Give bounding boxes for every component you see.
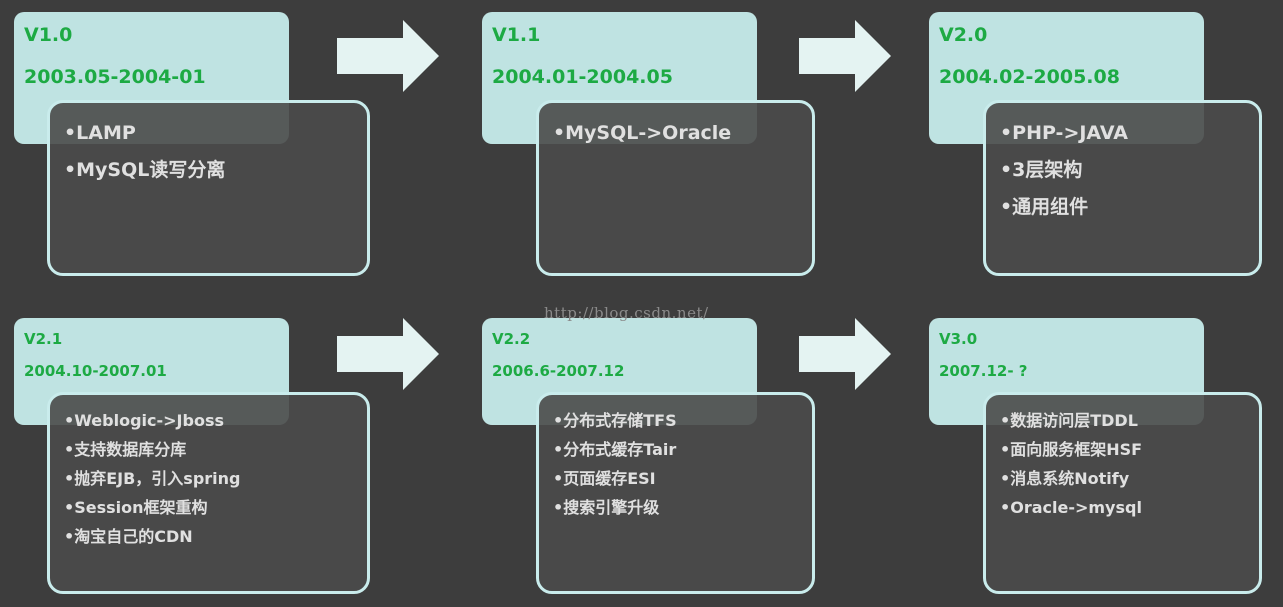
feature-item: •淘宝自己的CDN <box>64 527 193 546</box>
feature-panel: •分布式存储TFS •分布式缓存Tair •页面缓存ESI •搜索引擎升级 <box>536 392 815 594</box>
feature-list: •LAMP •MySQL读写分离 <box>64 121 225 195</box>
version-label: V2.1 <box>24 330 63 348</box>
feature-item: •3层架构 <box>1000 159 1083 181</box>
version-label: V1.1 <box>492 24 541 46</box>
feature-item: •搜索引擎升级 <box>553 498 660 517</box>
feature-item: •面向服务框架HSF <box>1000 440 1143 459</box>
feature-item: •PHP->JAVA <box>1000 122 1128 144</box>
feature-item: •MySQL读写分离 <box>64 159 226 181</box>
feature-list: •Weblogic->Jboss •支持数据库分库 •抛弃EJB，引入sprin… <box>64 410 241 555</box>
stage-v3-0: V3.0 2007.12- ? •数据访问层TDDL •面向服务框架HSF •消… <box>929 318 1277 594</box>
feature-item: •Oracle->mysql <box>1000 498 1142 517</box>
feature-list: •数据访问层TDDL •面向服务框架HSF •消息系统Notify •Oracl… <box>1000 410 1142 526</box>
stage-v2-1: V2.1 2004.10-2007.01 •Weblogic->Jboss •支… <box>14 318 370 594</box>
feature-item: •抛弃EJB，引入spring <box>64 469 241 488</box>
feature-list: •MySQL->Oracle <box>553 121 731 158</box>
feature-panel: •数据访问层TDDL •面向服务框架HSF •消息系统Notify •Oracl… <box>983 392 1262 594</box>
feature-item: •Weblogic->Jboss <box>64 411 224 430</box>
period-label: 2006.6-2007.12 <box>492 362 625 380</box>
right-arrow-icon <box>337 318 439 390</box>
stage-v2-2: V2.2 2006.6-2007.12 •分布式存储TFS •分布式缓存Tair… <box>482 318 830 594</box>
stage-v1-1: V1.1 2004.01-2004.05 •MySQL->Oracle <box>482 12 830 276</box>
stage-v2-0: V2.0 2004.02-2005.08 •PHP->JAVA •3层架构 •通… <box>929 12 1277 276</box>
feature-item: •LAMP <box>64 122 136 144</box>
right-arrow-icon <box>799 318 901 390</box>
feature-panel: •MySQL->Oracle <box>536 100 815 276</box>
period-label: 2004.02-2005.08 <box>939 66 1120 88</box>
feature-list: •PHP->JAVA •3层架构 •通用组件 <box>1000 121 1128 232</box>
version-label: V3.0 <box>939 330 978 348</box>
feature-item: •Session框架重构 <box>64 498 208 517</box>
feature-panel: •PHP->JAVA •3层架构 •通用组件 <box>983 100 1262 276</box>
right-arrow-icon <box>337 20 439 92</box>
period-label: 2004.01-2004.05 <box>492 66 673 88</box>
feature-item: •通用组件 <box>1000 196 1089 218</box>
period-label: 2003.05-2004-01 <box>24 66 206 88</box>
feature-item: •数据访问层TDDL <box>1000 411 1138 430</box>
period-label: 2007.12- ? <box>939 362 1028 380</box>
right-arrow-icon <box>799 20 901 92</box>
stage-v1-0: V1.0 2003.05-2004-01 •LAMP •MySQL读写分离 <box>14 12 370 276</box>
feature-list: •分布式存储TFS •分布式缓存Tair •页面缓存ESI •搜索引擎升级 <box>553 410 677 526</box>
feature-item: •分布式存储TFS <box>553 411 677 430</box>
feature-item: •页面缓存ESI <box>553 469 656 488</box>
watermark-text: http://blog.csdn.net/ <box>544 304 709 322</box>
feature-item: •MySQL->Oracle <box>553 122 732 144</box>
feature-item: •支持数据库分库 <box>64 440 187 459</box>
feature-panel: •Weblogic->Jboss •支持数据库分库 •抛弃EJB，引入sprin… <box>47 392 370 594</box>
period-label: 2004.10-2007.01 <box>24 362 167 380</box>
feature-item: •分布式缓存Tair <box>553 440 677 459</box>
version-label: V2.2 <box>492 330 531 348</box>
feature-panel: •LAMP •MySQL读写分离 <box>47 100 370 276</box>
version-label: V1.0 <box>24 24 73 46</box>
version-label: V2.0 <box>939 24 988 46</box>
feature-item: •消息系统Notify <box>1000 469 1130 488</box>
